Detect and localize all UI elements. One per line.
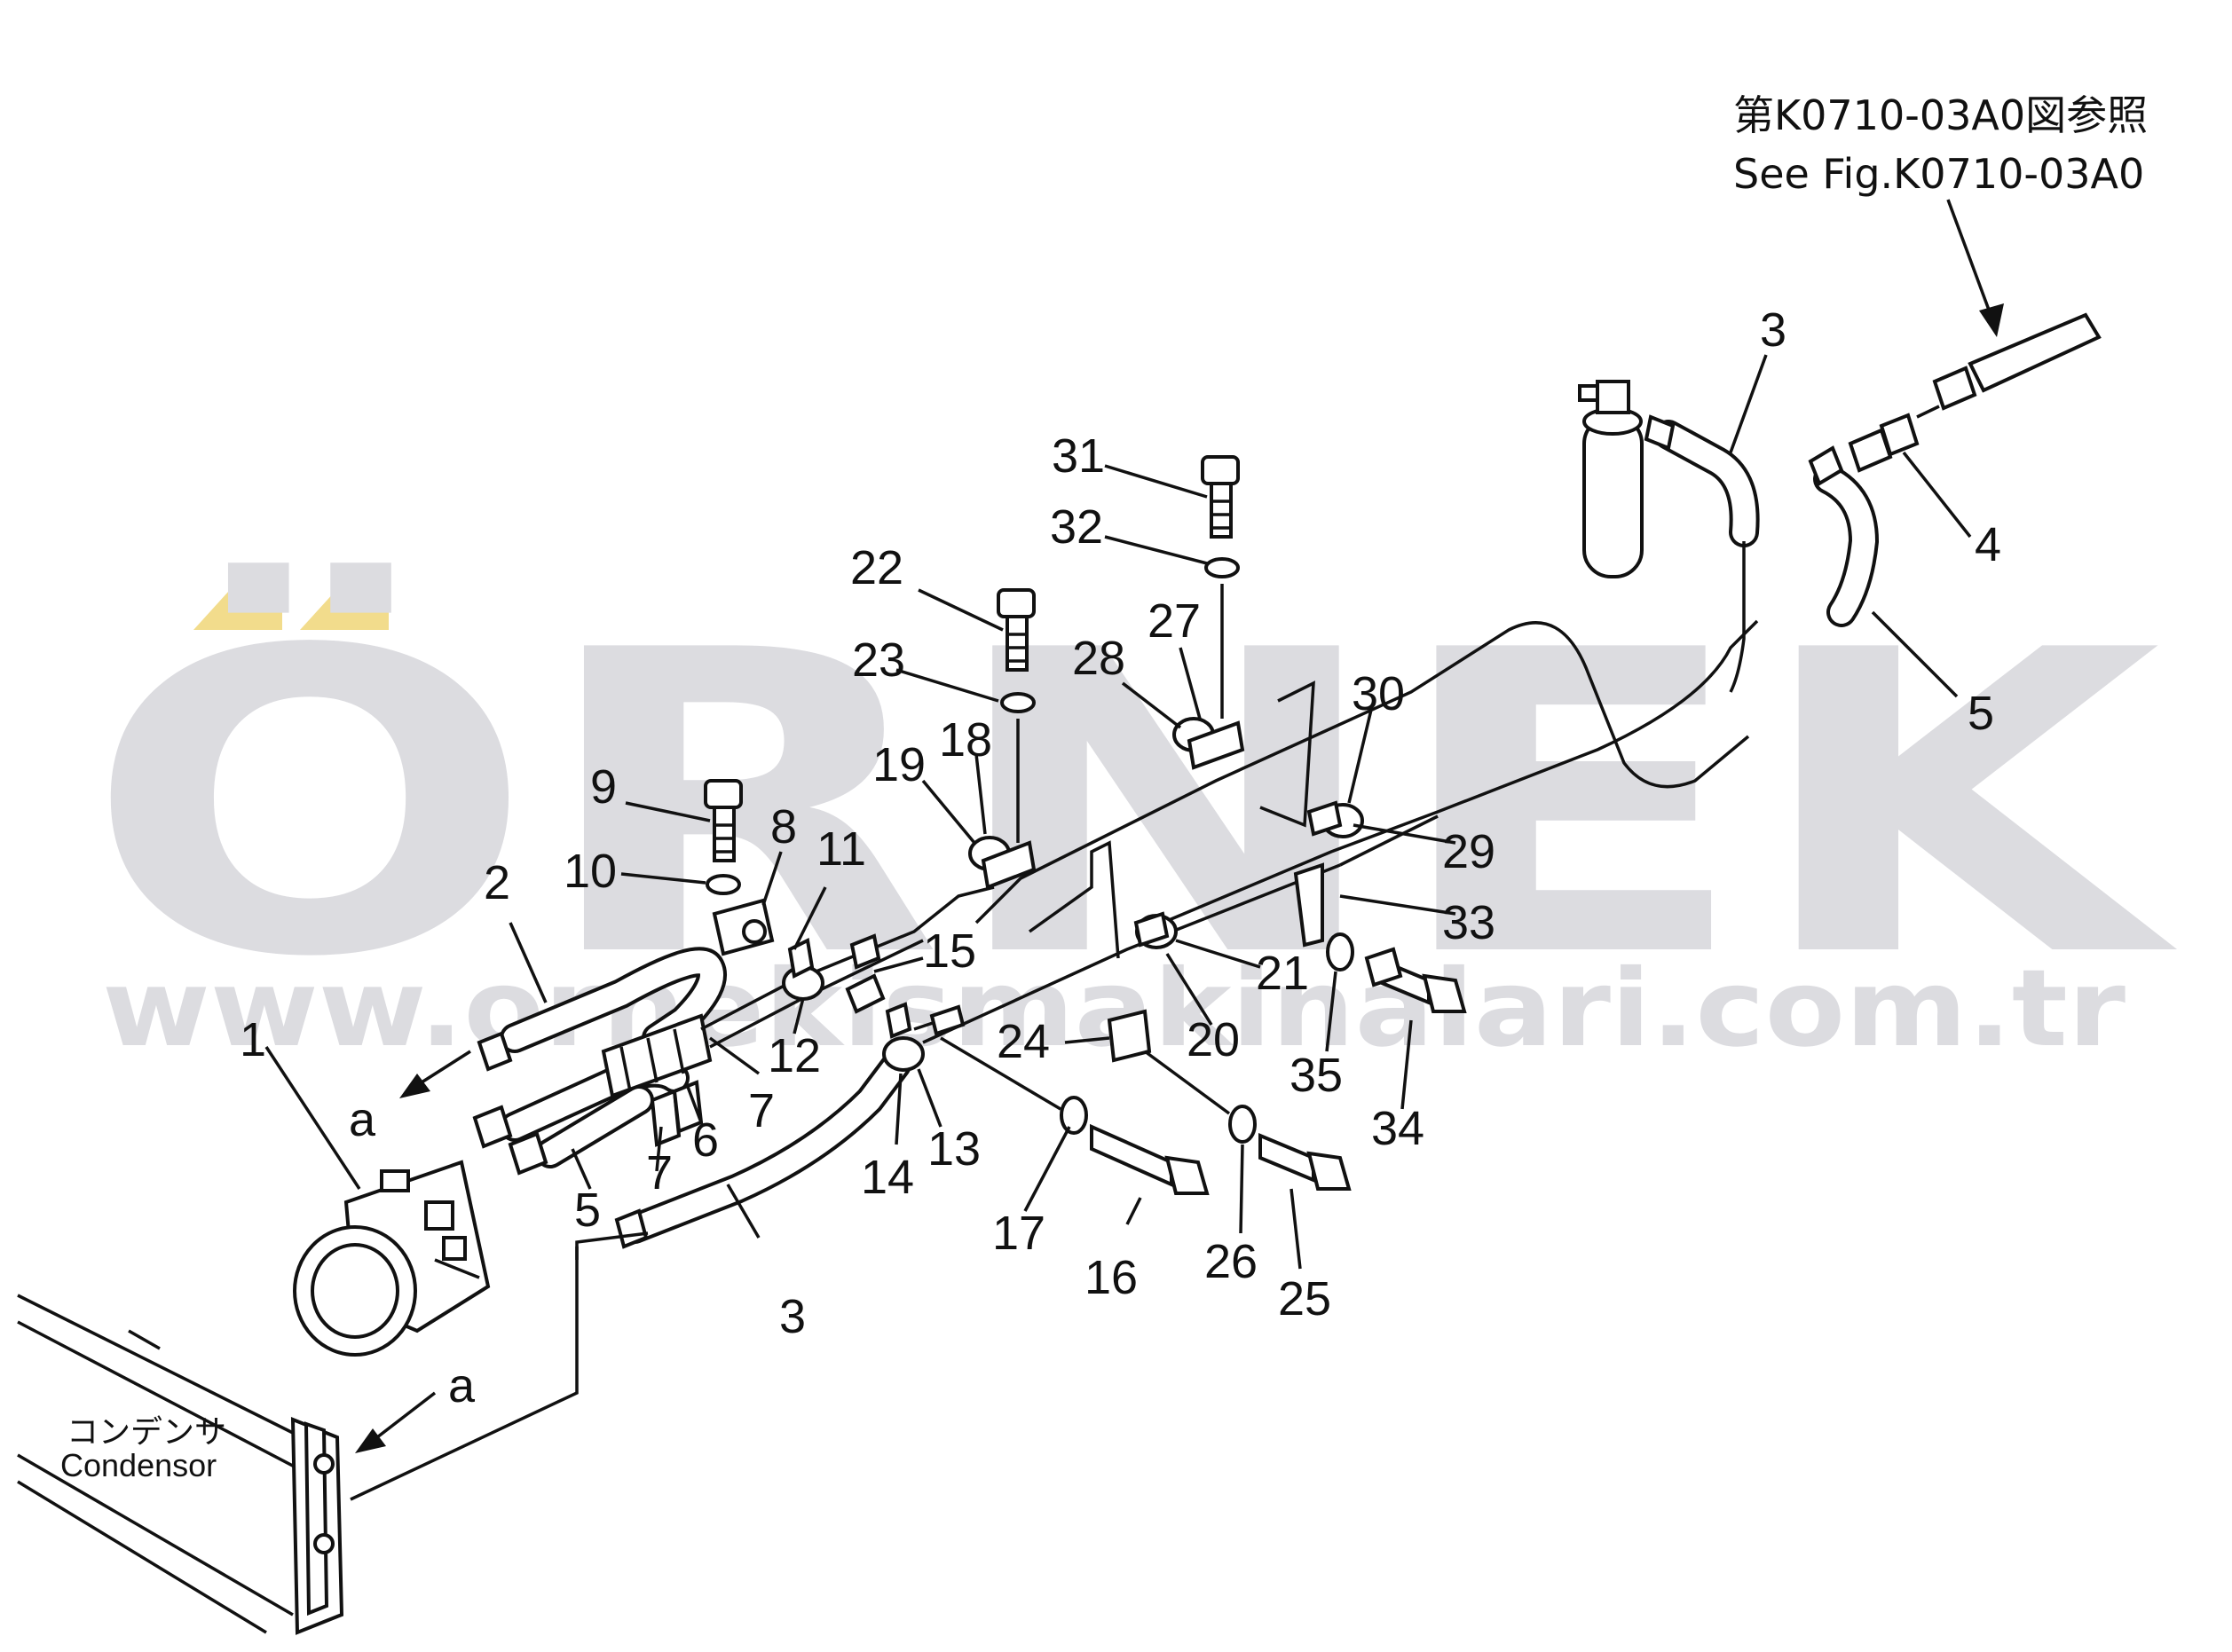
- part-label-33: 33: [1442, 896, 1495, 949]
- part-labels: 1 2 3 3 4 5 5 6 7 7 8 9 10 11 12 13 14 1…: [240, 303, 2001, 1343]
- part-label-19: 19: [872, 738, 926, 791]
- part-label-22: 22: [850, 541, 903, 594]
- part-label-28: 28: [1072, 632, 1125, 685]
- part-label-6: 6: [692, 1113, 719, 1167]
- bolt-16: [940, 1036, 1210, 1195]
- receiver-drier: [1578, 380, 1644, 578]
- reference-jp: 第K0710-03A0図参照: [1733, 91, 2148, 139]
- part-label-13: 13: [927, 1122, 981, 1176]
- condenser-label-jp: コンデンサ: [67, 1413, 226, 1450]
- watermark-accent-left: [193, 581, 282, 630]
- part-label-17: 17: [992, 1207, 1045, 1260]
- part-label-3-lower: 3: [779, 1290, 806, 1343]
- clamp-6: [601, 1013, 713, 1147]
- part-label-31: 31: [1052, 429, 1105, 483]
- hose-3-upper: [1644, 414, 1760, 693]
- part-label-27: 27: [1148, 594, 1201, 648]
- condenser-label-en: Condensor: [60, 1447, 217, 1483]
- part-label-2: 2: [484, 856, 510, 909]
- part-label-8: 8: [770, 800, 797, 854]
- callout-a-upper: a: [349, 1093, 376, 1146]
- part-label-21: 21: [1256, 947, 1309, 1000]
- part-label-7-right: 7: [748, 1084, 775, 1137]
- leader-lines: [264, 354, 1972, 1501]
- part-label-1: 1: [240, 1013, 266, 1066]
- part-label-30: 30: [1352, 667, 1405, 720]
- bolt-25: [1143, 1050, 1352, 1191]
- part-label-20: 20: [1187, 1013, 1240, 1066]
- compressor: [293, 1160, 491, 1357]
- reference-arrow: [1946, 199, 1994, 320]
- part-label-11: 11: [816, 822, 866, 876]
- part-label-16: 16: [1084, 1251, 1138, 1304]
- part-label-25: 25: [1278, 1272, 1331, 1326]
- part-label-9: 9: [590, 760, 617, 814]
- watermark-accent-right: [300, 581, 389, 630]
- bolt-22: [997, 588, 1036, 843]
- bolt-9: [704, 779, 775, 956]
- part-label-12: 12: [768, 1029, 821, 1082]
- reference-en: See Fig.K0710-03A0: [1733, 150, 2144, 198]
- part-label-32: 32: [1050, 500, 1103, 554]
- condenser: [17, 1294, 344, 1635]
- part-label-29: 29: [1442, 825, 1495, 878]
- reference-arrowhead: [1979, 303, 2004, 337]
- watermark-brand: ÖRNEK: [84, 558, 2181, 1048]
- part-label-5-lower: 5: [574, 1184, 601, 1237]
- hose-5-lower: [472, 1057, 690, 1176]
- part-label-7-left: 7: [646, 1146, 673, 1200]
- callout-a-lower: a: [448, 1359, 476, 1412]
- part-label-24: 24: [997, 1015, 1050, 1068]
- hose-2: [477, 947, 727, 1072]
- fitting-4: [1848, 312, 2102, 473]
- part-label-4: 4: [1975, 518, 2001, 571]
- part-label-15: 15: [923, 924, 976, 978]
- part-label-10: 10: [564, 845, 617, 898]
- watermark: ÖRNEK www.ornekismakinalari.com.tr: [84, 558, 2181, 1071]
- part-label-18: 18: [939, 713, 992, 767]
- part-label-26: 26: [1204, 1235, 1258, 1288]
- part-label-35: 35: [1290, 1049, 1343, 1102]
- part-label-3-upper: 3: [1760, 303, 1786, 357]
- part-label-34: 34: [1371, 1102, 1424, 1155]
- bolt-31: [1201, 455, 1240, 719]
- part-label-14: 14: [861, 1151, 914, 1204]
- bolt-34: [1326, 932, 1467, 1013]
- part-label-5-upper: 5: [1968, 687, 1994, 740]
- part-label-23: 23: [852, 633, 905, 687]
- hose-5-upper: [1808, 445, 1880, 627]
